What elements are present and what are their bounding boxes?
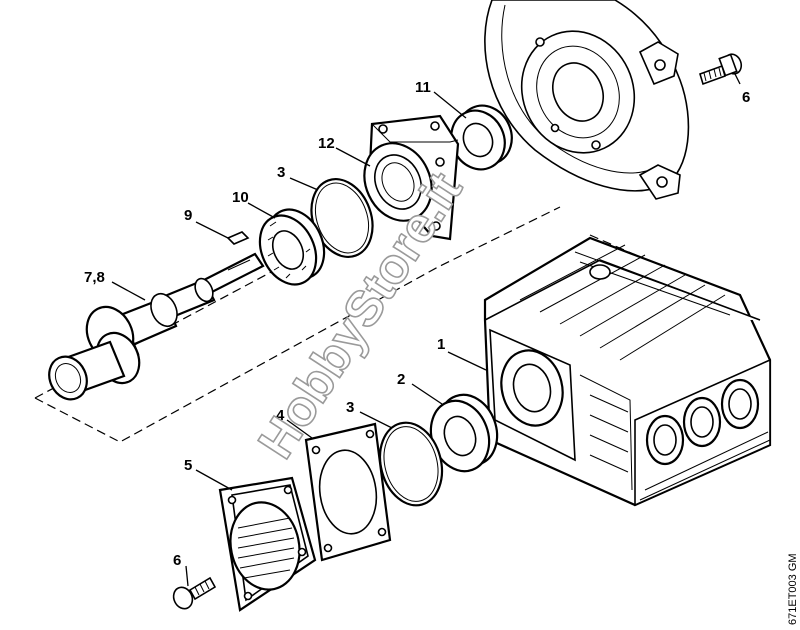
- callout-labels: 1 2 3 4 5 6 6 7,8 9 10 3 12 11: [84, 79, 750, 569]
- cover-plate: [218, 476, 317, 612]
- screw-lower: [172, 576, 217, 610]
- crankshaft: [48, 252, 265, 401]
- callout-1-housing: 1: [437, 336, 445, 353]
- leader-lines: [111, 73, 741, 587]
- radial-shaft-seal: [450, 104, 513, 171]
- screw-upper: [699, 53, 743, 86]
- callout-3-o-ring-upper: 3: [277, 164, 285, 181]
- callout-10-bearing: 10: [232, 189, 249, 206]
- callout-11-seal: 11: [415, 79, 431, 96]
- woodruff-key: [226, 231, 250, 245]
- callout-4-gasket: 4: [276, 407, 285, 424]
- gasket: [304, 422, 392, 562]
- ball-bearing-lower: [429, 393, 499, 473]
- callout-3-o-ring-lower: 3: [346, 399, 354, 416]
- ball-bearing-upper: [258, 208, 326, 286]
- callout-2-bearing: 2: [397, 371, 405, 388]
- drawing-code: 671ET003 GM: [787, 553, 799, 625]
- callout-5-cover: 5: [184, 457, 192, 474]
- pump-housing: [483, 236, 772, 507]
- callout-9-key: 9: [184, 207, 192, 224]
- callout-6-screw-lower: 6: [173, 552, 181, 569]
- callout-6-screw-upper: 6: [742, 89, 750, 106]
- callout-7-8-crankshaft: 7,8: [84, 269, 105, 286]
- engine-flange: [484, 0, 690, 200]
- callout-12-flange: 12: [318, 135, 335, 152]
